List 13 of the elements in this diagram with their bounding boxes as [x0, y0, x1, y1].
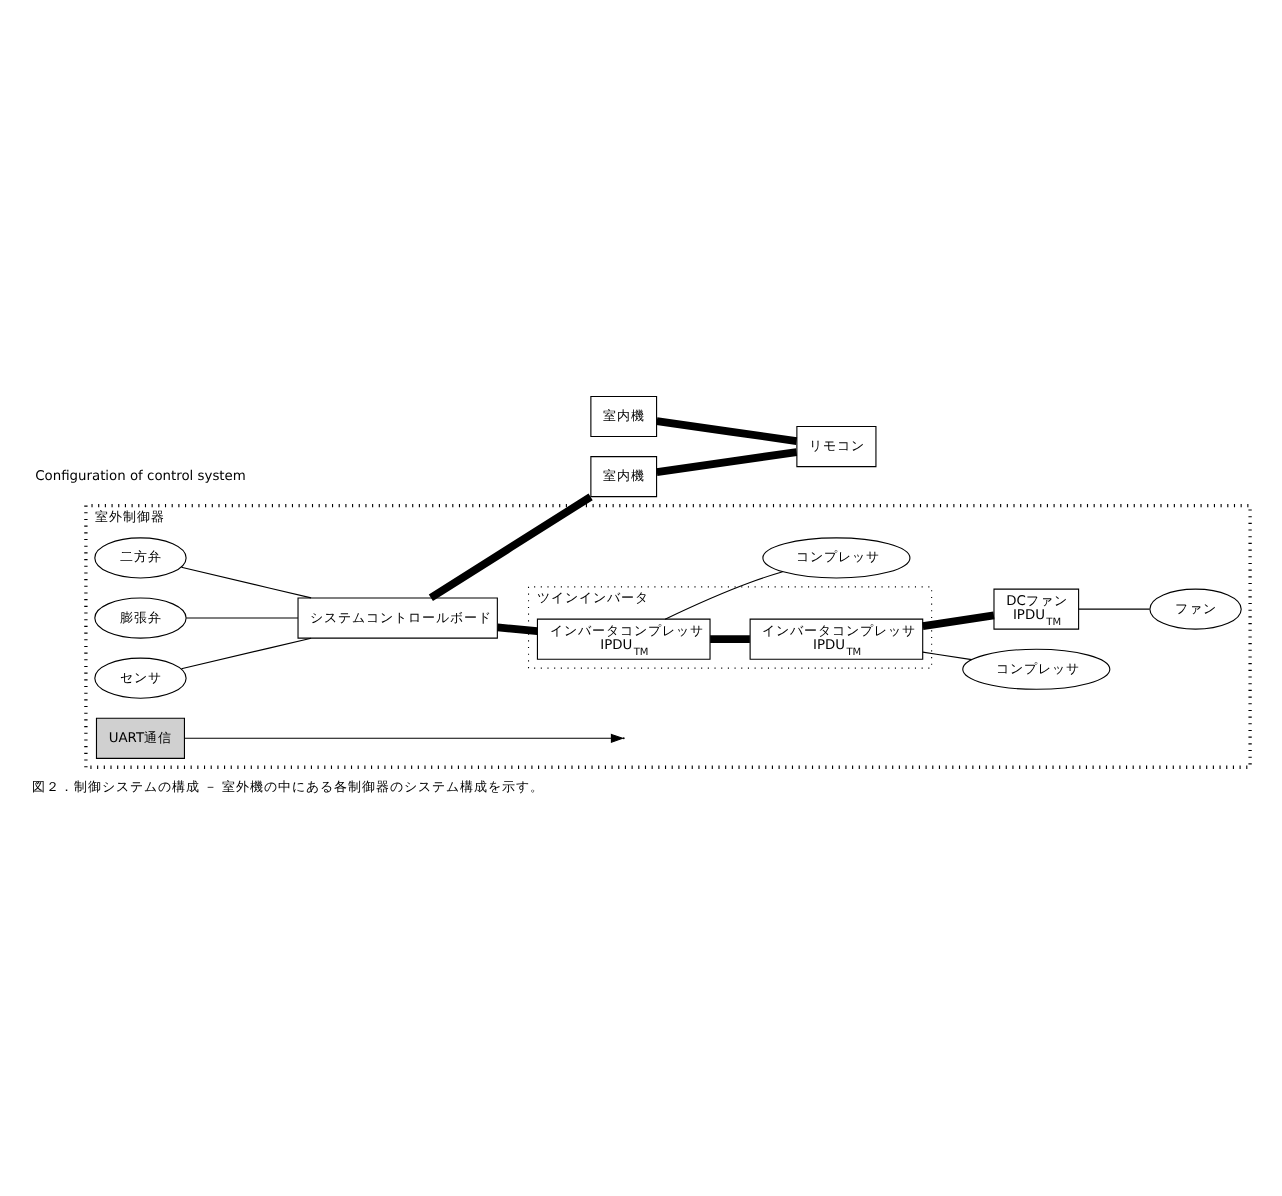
arrow [184, 733, 625, 743]
connector [922, 611, 995, 631]
connector [664, 571, 784, 620]
connector [710, 635, 750, 644]
connector [656, 417, 798, 445]
connector [922, 651, 973, 661]
connector [180, 566, 312, 599]
connector [428, 493, 593, 602]
connector [180, 637, 312, 670]
connector [185, 617, 299, 619]
connector [656, 448, 798, 476]
connector [1078, 608, 1151, 610]
connector [497, 623, 538, 635]
